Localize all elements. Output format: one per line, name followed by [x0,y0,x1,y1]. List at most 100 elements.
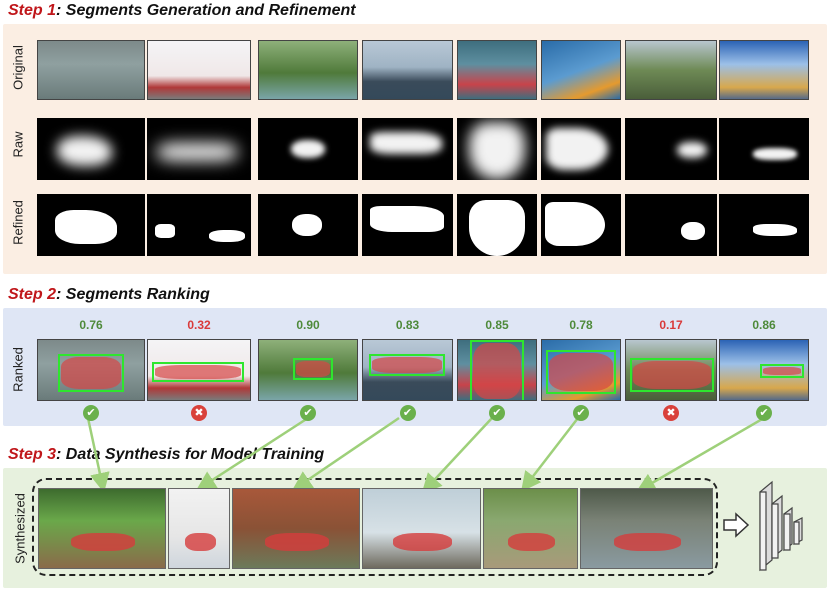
raw-mask-blob [546,128,608,170]
raw-mask-8 [719,118,809,180]
ranked-image-7 [625,339,717,401]
synthesized-boat-overlay [507,533,556,551]
row-label-ranked: Ranked [10,347,26,392]
raw-mask-blob [57,136,112,166]
original-image-3 [258,40,358,100]
check-icon: ✔ [489,405,505,421]
score-label-7: 0.17 [659,318,683,332]
ranked-segment-overlay [549,353,613,391]
original-image-6 [541,40,621,100]
raw-mask-1 [37,118,145,180]
refined-mask-1 [37,194,145,256]
synthesized-boat-overlay [71,533,135,551]
synthesized-image-2 [168,488,230,569]
bounding-box [369,354,445,376]
refined-mask-5 [457,194,537,256]
cross-icon: ✖ [663,405,679,421]
refined-mask-blob [55,210,117,244]
refined-mask-blob [155,224,175,238]
raw-mask-5 [457,118,537,180]
raw-mask-7 [625,118,717,180]
row-label-refined: Refined [10,200,26,245]
refined-mask-blob [292,214,322,236]
bounding-box [58,354,124,392]
bounding-box [470,340,524,400]
raw-mask-3 [258,118,358,180]
refined-mask-2 [147,194,251,256]
synthesized-boat-overlay [184,533,216,551]
row-label-original: Original [10,45,26,90]
score-label-4: 0.83 [395,318,420,332]
ranked-segment-overlay [372,357,442,373]
bounding-box [152,362,244,382]
check-icon: ✔ [756,405,772,421]
raw-mask-4 [362,118,453,180]
synthesized-boat-overlay [392,533,453,551]
ranked-image-2 [147,339,251,401]
step1-number: Step 1 [8,2,57,19]
right-arrow-icon [723,512,750,538]
score-label-6: 0.78 [569,318,593,332]
raw-mask-6 [541,118,621,180]
ranked-segment-overlay [473,343,521,399]
cross-icon: ✖ [191,405,207,421]
ranked-segment-overlay [763,367,801,375]
refined-mask-blob [209,230,245,242]
step1-text: : Segments Generation and Refinement [56,2,356,19]
raw-mask-blob [370,132,442,154]
synthesized-boat-overlay [265,533,329,551]
refined-mask-blob [753,224,797,236]
row-label-raw: Raw [10,131,26,158]
score-label-8: 0.86 [752,318,776,332]
synthesized-boat-overlay [614,533,681,551]
ranked-segment-overlay [296,361,330,377]
original-image-5 [457,40,537,100]
check-icon: ✔ [300,405,316,421]
score-label-2: 0.32 [187,318,211,332]
check-icon: ✔ [573,405,589,421]
original-image-7 [625,40,717,100]
step3-title: Step 3: Data Synthesis for Model Trainin… [8,446,329,464]
ranked-image-4 [362,339,453,401]
raw-mask-blob [157,143,237,161]
synthesized-image-1 [38,488,166,569]
original-image-8 [719,40,809,100]
score-label-5: 0.85 [485,318,509,332]
refined-mask-8 [719,194,809,256]
synthesized-image-5 [483,488,578,569]
ranked-segment-overlay [633,361,711,389]
step3-text: : Data Synthesis for Model Training [56,446,325,463]
step3-number: Step 3 [8,446,57,463]
bounding-box [760,364,804,378]
bounding-box [630,358,714,392]
refined-mask-7 [625,194,717,256]
raw-mask-blob [291,140,325,158]
refined-mask-blob [370,206,444,232]
synthesized-image-3 [232,488,360,569]
step2-title: Step 2: Segments Ranking [8,286,210,304]
ranked-image-6 [541,339,621,401]
bounding-box [293,358,333,380]
refined-mask-6 [541,194,621,256]
raw-mask-blob [753,148,797,160]
refined-mask-4 [362,194,453,256]
refined-mask-blob [545,202,605,246]
raw-mask-2 [147,118,251,180]
raw-mask-blob [469,122,525,180]
bounding-box [546,350,616,394]
original-image-2 [147,40,251,100]
check-icon: ✔ [399,405,416,421]
score-label-1: 0.76 [79,318,103,332]
synthesized-image-6 [580,488,713,569]
synthesized-image-4 [362,488,481,569]
ranked-segment-overlay [155,365,241,379]
refined-mask-blob [469,200,525,256]
score-label-3: 0.90 [296,318,320,332]
step2-text: : Segments Ranking [56,286,210,303]
original-image-4 [362,40,453,100]
original-image-1 [37,40,145,100]
refined-mask-blob [681,222,705,240]
ranked-image-1 [37,339,145,401]
step1-title: Step 1: Segments Generation and Refineme… [8,2,356,20]
row-label-synthesized: Synthesized [12,493,28,564]
